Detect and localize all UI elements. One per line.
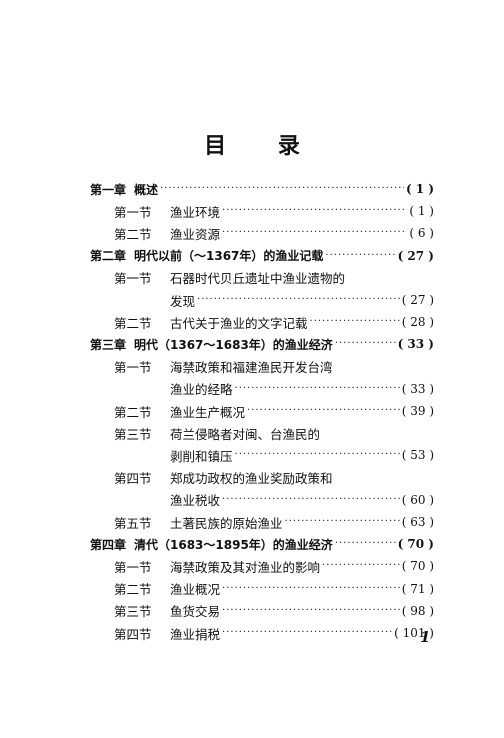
toc-leader-dots [222, 200, 407, 222]
toc-entry-title: 发现 [170, 293, 196, 309]
toc-entry-title: 郑成功政权的渔业奖励政策和 [170, 471, 333, 487]
toc-entry-label: 第二节 [114, 582, 152, 598]
toc-entry-page: ( 101 ) [394, 626, 434, 640]
toc-section-entry[interactable]: 渔业的经略 ( 33 ) [114, 378, 434, 400]
toc-leader-dots [325, 245, 395, 267]
toc-entry-title: 土著民族的原始渔业 [170, 515, 283, 531]
page-number: 1 [420, 628, 431, 646]
toc-section-entry[interactable]: 剥削和镇压 ( 53 ) [114, 444, 434, 466]
toc-leader-dots [222, 489, 400, 511]
toc-leader-dots [235, 444, 400, 466]
toc-entry-page: ( 63 ) [401, 515, 434, 529]
toc-leader-dots [197, 289, 400, 311]
toc-section-entry[interactable]: 第一节 石器时代贝丘遗址中渔业遗物的 [114, 267, 434, 289]
toc-leader-dots [222, 222, 407, 244]
toc-entry-label: 第三节 [114, 426, 152, 442]
toc-entry-page: ( 70 ) [397, 537, 434, 552]
toc-entry-label: 第一章 [90, 182, 127, 197]
toc-section-entry[interactable]: 第三节 荷兰侵略者对闽、台渔民的 [114, 422, 434, 444]
toc-entry-page: ( 71 ) [401, 581, 434, 596]
toc-entry-page: ( 60 ) [401, 492, 434, 507]
toc-entry-title: 剥削和镇压 [170, 448, 233, 464]
toc-leader-dots [235, 378, 400, 400]
toc-leader-dots [335, 333, 396, 355]
toc-section-entry[interactable]: 第三节 鱼货交易 ( 98 ) [114, 600, 434, 622]
toc-entry-label: 第一节 [114, 204, 152, 220]
toc-section-entry[interactable]: 第二节 渔业概况 ( 71 ) [114, 578, 434, 600]
toc-entry-label: 第二节 [114, 404, 152, 420]
toc-entry-page: ( 70 ) [401, 559, 434, 574]
page-title: 目 录 [204, 134, 322, 159]
toc-section-entry[interactable]: 第四节 渔业捐税 ( 101 ) [114, 622, 434, 644]
toc-entry-title: 石器时代贝丘遗址中渔业遗物的 [170, 271, 346, 287]
toc-leader-dots [247, 400, 400, 422]
toc-entry-label: 第四节 [114, 471, 152, 487]
toc-entry-label: 第三章 [90, 337, 127, 352]
toc-entry-title: 渔业环境 [170, 204, 221, 220]
toc-entry-page: ( 98 ) [401, 603, 434, 618]
toc-entry-title: 古代关于渔业的文字记载 [170, 315, 308, 331]
toc-entry-label: 第五节 [114, 515, 152, 531]
toc-entry-title: 渔业生产概况 [170, 404, 246, 420]
toc-section-entry[interactable]: 第一节 海禁政策和福建渔民开发台湾 [114, 356, 434, 378]
toc-section-entry[interactable]: 渔业税收 ( 60 ) [114, 489, 434, 511]
toc-leader-dots [222, 578, 400, 600]
toc-entry-label: 第一节 [114, 360, 152, 376]
toc-section-entry[interactable]: 第一节 渔业环境 ( 1 ) [114, 200, 434, 222]
toc-entry-label: 第一节 [114, 271, 152, 287]
toc-leader-dots [160, 178, 404, 200]
toc-leader-dots [285, 511, 400, 533]
toc-entry-title: 海禁政策和福建渔民开发台湾 [170, 360, 333, 376]
toc-entry-title: 渔业捐税 [170, 626, 221, 642]
toc-section-entry[interactable]: 第五节 土著民族的原始渔业 ( 63 ) [114, 511, 434, 533]
toc-entry-page: ( 33 ) [397, 337, 434, 352]
toc-section-entry[interactable]: 第二节 渔业生产概况 ( 39 ) [114, 400, 434, 422]
toc-entry-title: 渔业概况 [170, 582, 221, 598]
toc-entry-page: ( 53 ) [401, 448, 434, 463]
toc-entry-title: 概述 [134, 182, 159, 197]
toc-entry-page: ( 1 ) [409, 204, 434, 219]
toc-entry-title: 明代以前（～1367年）的渔业记载 [134, 249, 324, 264]
toc-entry-label: 第四节 [114, 626, 152, 642]
toc-entry-label: 第二节 [114, 315, 152, 331]
toc-entry-title: 清代（1683～1895年）的渔业经济 [134, 537, 333, 552]
toc-entry-page: ( 27 ) [401, 293, 434, 307]
toc-entry-label: 第四章 [90, 537, 127, 552]
toc-section-entry[interactable]: 第二节 渔业资源 ( 6 ) [114, 222, 434, 244]
toc-entry-title: 渔业税收 [170, 493, 221, 509]
toc-entry-label: 第三节 [114, 604, 152, 620]
toc-entry-title: 渔业资源 [170, 226, 221, 242]
toc-entry-label: 第一节 [114, 559, 152, 575]
toc-entry-title: 鱼货交易 [170, 604, 221, 620]
toc-leader-dots [310, 311, 400, 333]
toc-section-entry[interactable]: 第二节 古代关于渔业的文字记载 ( 28 ) [114, 311, 434, 333]
toc-section-entry[interactable]: 发现 ( 27 ) [114, 289, 434, 311]
toc-entry-title: 海禁政策及其对渔业的影响 [170, 559, 321, 575]
toc-entry-title: 渔业的经略 [170, 382, 233, 398]
toc-entry-page: ( 1 ) [405, 182, 434, 196]
toc-section-entry[interactable]: 第四节 郑成功政权的渔业奖励政策和 [114, 467, 434, 489]
toc-leader-dots [335, 533, 396, 555]
toc-entry-title: 明代（1367～1683年）的渔业经济 [134, 337, 333, 352]
toc-leader-dots [222, 622, 392, 644]
toc-entry-page: ( 28 ) [401, 315, 434, 330]
toc-entry-page: ( 6 ) [409, 226, 434, 241]
toc-entry-label: 第二章 [90, 249, 127, 264]
toc-leader-dots [322, 555, 400, 577]
toc-entry-title: 荷兰侵略者对闽、台渔民的 [170, 426, 321, 442]
toc-entry-page: ( 39 ) [401, 404, 434, 418]
toc-entry-page: ( 27 ) [397, 248, 434, 263]
toc-entry-label: 第二节 [114, 226, 152, 242]
toc-leader-dots [222, 600, 400, 622]
toc-section-entry[interactable]: 第一节 海禁政策及其对渔业的影响 ( 70 ) [114, 555, 434, 577]
toc-entry-page: ( 33 ) [401, 381, 434, 396]
